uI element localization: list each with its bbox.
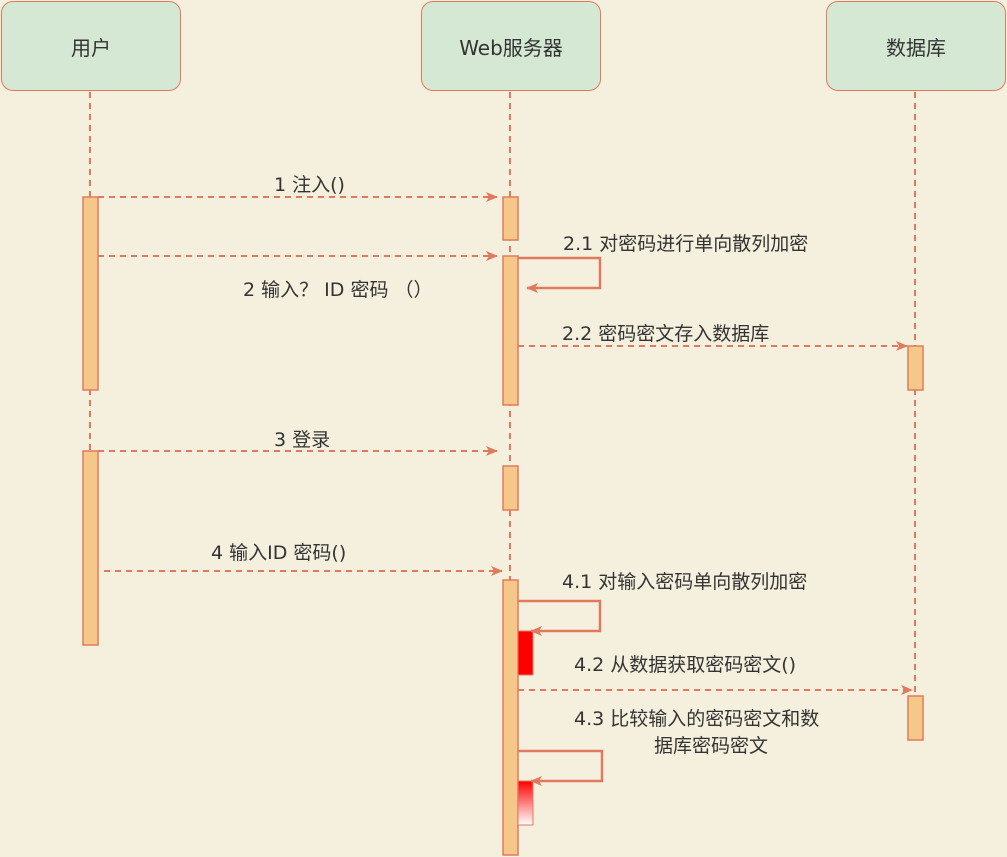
message-2-1-arrow: [518, 256, 602, 293]
message-2-label: 2 输入？ ID 密码 （）: [243, 279, 433, 301]
message-4-2-label: 4.2 从数据获取密码密文(): [574, 654, 797, 676]
message-4-label: 4 输入ID 密码(): [211, 542, 347, 564]
highlight-bar-4-3: [517, 780, 534, 826]
activation-user-1: [82, 196, 99, 391]
activation-web-1: [502, 196, 519, 241]
activation-user-2: [82, 450, 99, 646]
message-4-3-label-line1: 4.3 比较输入的密码密文和数: [574, 708, 820, 730]
message-1-label: 1 注入(): [274, 174, 345, 196]
highlight-bar-4-1: [517, 630, 534, 676]
activation-web-4: [502, 579, 519, 856]
participant-user: 用户: [1, 1, 181, 91]
message-4-3-arrow: [518, 749, 604, 786]
message-2-2-label: 2.2 密码密文存入数据库: [562, 323, 770, 345]
message-2-1-label: 2.1 对密码进行单向散列加密: [563, 233, 809, 255]
activation-web-2: [502, 255, 519, 406]
message-3-label: 3 登录: [274, 429, 331, 451]
message-4-1-arrow: [518, 599, 602, 636]
activation-web-3: [502, 465, 519, 511]
message-4-3-label-line2: 据库密码密文: [654, 735, 769, 757]
activation-db-1: [907, 345, 924, 391]
participant-database: 数据库: [826, 1, 1006, 91]
activation-db-2: [907, 695, 924, 741]
message-4-1-label: 4.1 对输入密码单向散列加密: [562, 571, 808, 593]
participant-web-server: Web服务器: [421, 1, 601, 91]
